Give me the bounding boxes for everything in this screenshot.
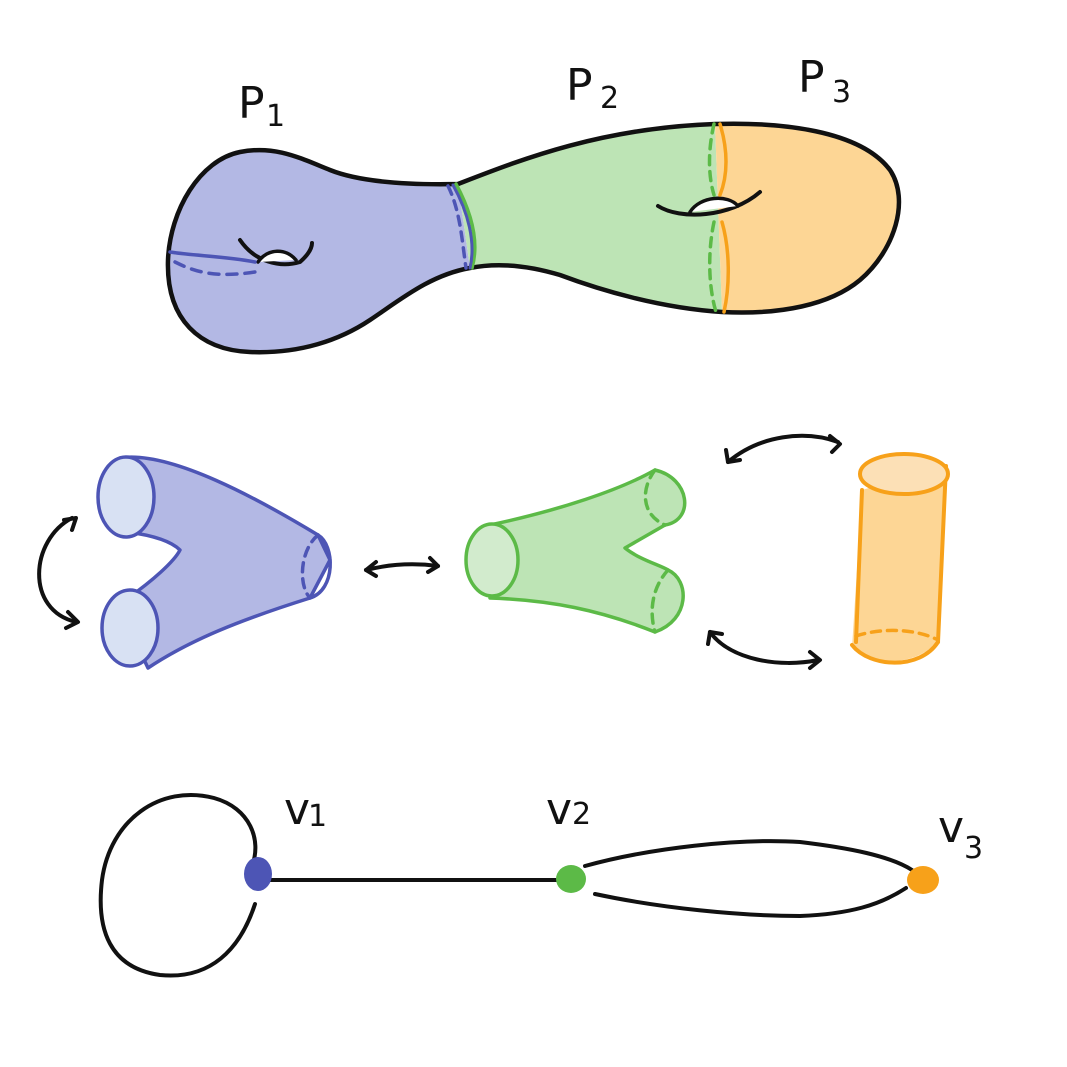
arrow-blue-green [364,556,440,578]
hole-right [656,190,762,217]
hole-left [238,238,314,267]
label-v2: v [546,784,572,835]
edge-v2-v3-upper [583,839,914,872]
vertex-v1 [244,857,272,891]
loop-v1 [98,792,258,978]
label-p2-sub: 2 [600,81,619,116]
label-p3-sub: 3 [832,75,851,110]
cylinder-orange [850,452,950,665]
label-v3-sub: 3 [964,831,983,866]
vertex-v2 [556,865,586,893]
cut-p2-p3-upper [707,122,716,197]
label-p3: P [798,52,825,103]
arrow-green-orange-lower [706,630,822,670]
label-v1-sub: 1 [308,799,327,834]
edge-v2-v3-lower [593,886,908,918]
cut-p1-p2 [454,182,477,270]
label-p2: P [566,60,593,111]
label-v1: v [284,784,310,835]
pants-green [464,468,687,634]
pants-blue [96,455,332,670]
label-v3: v [938,802,964,853]
cut-p2-p3-lower [708,220,718,314]
region-p1 [167,150,470,353]
arrow-green-orange-upper [724,433,842,464]
cut-p1-meridian [168,250,257,264]
surface-outline [165,121,902,355]
region-p3 [715,123,899,313]
surface-figure [165,121,902,355]
label-p1-sub: 1 [266,99,285,134]
dual-graph [98,792,914,978]
arrow-blue-self [37,516,80,630]
label-v2-sub: 2 [572,797,591,832]
vertex-v3 [907,866,939,894]
label-p1: P [238,78,265,129]
